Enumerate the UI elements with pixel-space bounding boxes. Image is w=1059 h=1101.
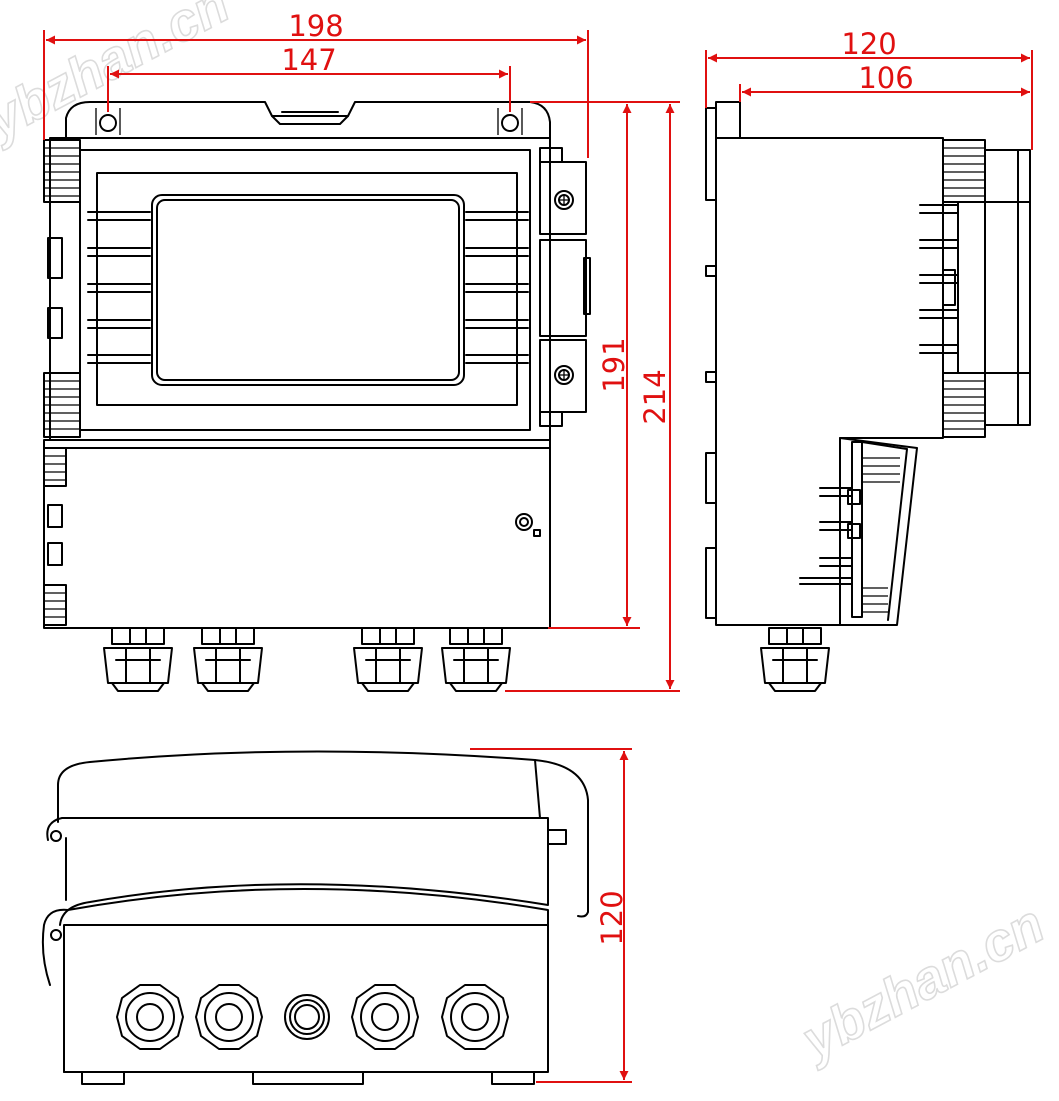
lcd-screen-inner	[156, 199, 460, 381]
cable-gland-1	[103, 627, 173, 692]
side-cable-gland	[760, 627, 830, 692]
mount-hole-right	[501, 114, 519, 132]
bottom-lid-band	[46, 817, 549, 926]
side-lower-cover	[799, 437, 918, 626]
lcd-screen-outer	[151, 194, 465, 386]
front-lower-body	[43, 439, 551, 629]
front-top-lid	[65, 101, 551, 141]
front-view	[43, 101, 591, 692]
bottom-hinge-bottom	[50, 929, 62, 941]
front-lower-left-vents	[43, 447, 67, 626]
dim-120-side: 120	[705, 27, 1033, 150]
bottom-gland-4	[351, 984, 419, 1050]
front-upper-body	[49, 137, 551, 441]
dim-214-label: 214	[638, 369, 672, 424]
latch-screw-top	[554, 190, 574, 210]
dim-198: 198	[43, 9, 589, 158]
cable-gland-2	[193, 627, 263, 692]
front-right-latches	[539, 147, 591, 427]
bottom-view	[41, 750, 589, 1085]
cable-gland-3	[353, 627, 423, 692]
bottom-gland-3-small	[284, 994, 330, 1040]
dim-147-label: 147	[281, 43, 336, 77]
door-lock-icon	[515, 513, 541, 537]
front-frame-inner	[96, 172, 518, 406]
watermark-bottom: ybzhan.cn	[790, 894, 1054, 1072]
dim-147: 147	[107, 43, 511, 112]
front-left-vents	[43, 139, 81, 438]
dim-120-bottom-label: 120	[595, 890, 629, 945]
dim-214: 214	[505, 101, 680, 692]
cable-gland-4	[441, 627, 511, 692]
dim-191-label: 191	[597, 337, 631, 392]
dim-106-side-label: 106	[858, 61, 913, 95]
dim-106-side: 106	[739, 61, 1030, 102]
mount-hole-left	[99, 114, 117, 132]
dim-120-bottom: 120	[470, 748, 632, 1083]
side-body-outline	[715, 101, 944, 626]
bottom-gland-5	[441, 984, 509, 1050]
bottom-hinge-top	[50, 830, 62, 842]
dimensions: 198 147 191 214 120 106	[43, 9, 1033, 1083]
front-frame-outer	[79, 149, 531, 431]
handle-recess	[271, 111, 349, 125]
dim-120-side-label: 120	[841, 27, 896, 61]
display-ribs	[87, 211, 529, 364]
bottom-gland-2	[195, 984, 263, 1050]
dim-191: 191	[530, 101, 640, 629]
bottom-gland-1	[116, 984, 184, 1050]
watermarks: ybzhan.cn ybzhan.cn	[0, 0, 1055, 1073]
side-wall-bumps	[705, 107, 717, 619]
latch-screw-bottom	[554, 365, 574, 385]
side-view	[705, 101, 1031, 692]
bottom-lower-body	[41, 888, 549, 1073]
bottom-lid-top	[57, 750, 589, 918]
bottom-feet	[81, 1071, 535, 1085]
dim-198-label: 198	[288, 9, 343, 43]
side-display-face	[919, 139, 1031, 438]
